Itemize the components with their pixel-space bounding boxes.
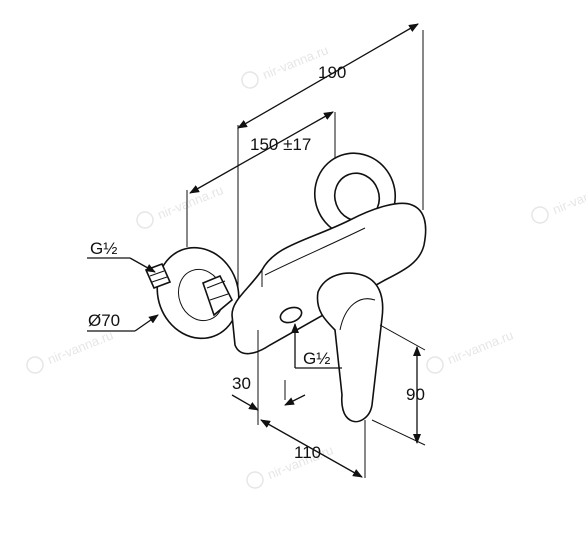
watermark-text: nir-vanna.ru	[445, 327, 515, 367]
watermark-text: nir-vanna.ru	[550, 177, 586, 217]
watermark-text: nir-vanna.ru	[45, 327, 115, 367]
dimension-30: 30	[231, 374, 306, 420]
dim-rosette-diameter: Ø70	[88, 311, 120, 330]
dimension-90: 90	[371, 324, 426, 446]
label-rosette-diameter: Ø70	[87, 311, 159, 332]
dim-spacing: 150 ±17	[250, 135, 311, 154]
dim-outlet-thread: G½	[303, 349, 330, 368]
dim-height: 90	[406, 385, 425, 404]
dimension-150: 150 ±17	[186, 111, 336, 247]
dim-outlet-offset: 30	[232, 374, 251, 393]
dim-depth: 110	[294, 443, 321, 462]
rosette-left	[156, 246, 240, 340]
lever-handle	[316, 272, 384, 423]
watermark-text: nir-vanna.ru	[155, 182, 225, 222]
rosette-right	[313, 152, 397, 238]
label-outlet-thread: G½	[291, 323, 342, 369]
dim-overall-width: 190	[318, 63, 346, 82]
dimension-110: 110	[257, 330, 366, 478]
label-inlet-thread: G½	[87, 239, 156, 273]
dim-inlet-thread: G½	[90, 239, 117, 258]
